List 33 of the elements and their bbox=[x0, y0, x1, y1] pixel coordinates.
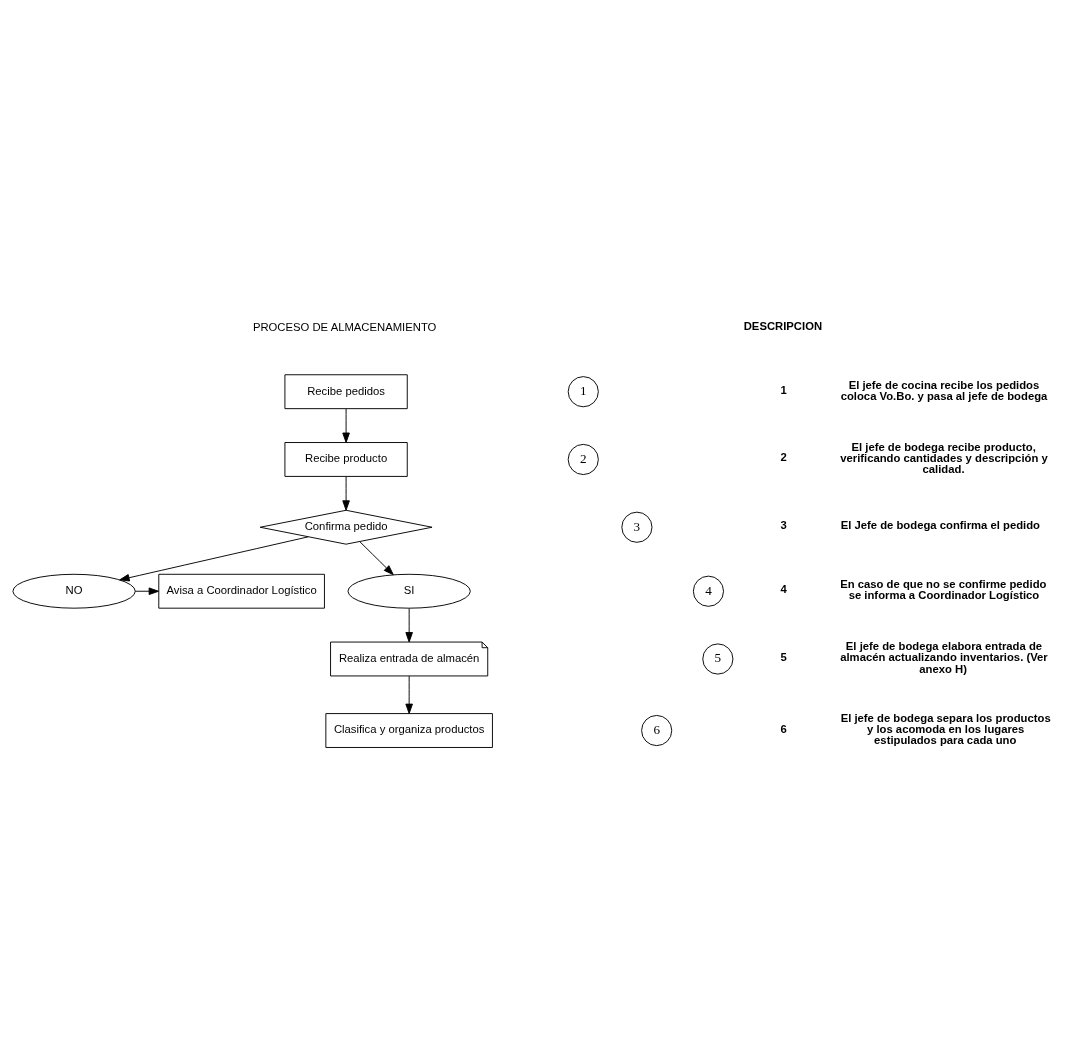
arrow bbox=[342, 408, 350, 443]
node-circle: 3 bbox=[621, 511, 653, 543]
arrow bbox=[342, 476, 350, 511]
node-box: Recibe producto bbox=[284, 442, 408, 477]
label: El jefe de bodega elabora entrada de almacén actualizando inventarios. (Ver anexo H) bbox=[840, 640, 1048, 675]
arrow bbox=[134, 587, 159, 595]
label: 4 bbox=[780, 583, 787, 596]
arrow bbox=[405, 608, 413, 643]
arrow bbox=[405, 675, 413, 714]
label: 5 bbox=[780, 650, 787, 663]
node-box: Recibe pedidos bbox=[284, 374, 408, 410]
label: PROCESO DE ALMACENAMIENTO bbox=[252, 320, 437, 333]
label: El Jefe de bodega confirma el pedido bbox=[840, 519, 1041, 532]
node-circle: 6 bbox=[641, 714, 673, 747]
label: DESCRIPCION bbox=[743, 319, 823, 332]
label: El jefe de bodega recibe producto, verificando cantidades y descripción y calidad. bbox=[840, 440, 1048, 476]
label: 2 bbox=[780, 451, 787, 464]
node-circle: 1 bbox=[567, 376, 599, 408]
label: El jefe de bodega separa los productos y los acomoda en los lugares estipulados para cada uno bbox=[840, 711, 1051, 747]
node-box: Clasifica y organiza productos bbox=[325, 713, 493, 748]
node-circle: 5 bbox=[702, 643, 734, 675]
arrow bbox=[359, 541, 394, 576]
label: 1 bbox=[780, 383, 787, 396]
node-box: Avisa a Coordinador Logístico bbox=[158, 573, 325, 609]
arrow bbox=[119, 536, 309, 582]
label: 3 bbox=[780, 519, 787, 532]
node-diamond: Confirma pedido bbox=[259, 509, 433, 545]
label: El jefe de cocina recibe los pedidos coloca Vo.Bo. y pasa al jefe de bodega bbox=[840, 378, 1048, 402]
node-ellipse: SI bbox=[347, 573, 471, 609]
node-circle: 2 bbox=[567, 443, 599, 476]
node-circle: 4 bbox=[692, 575, 724, 607]
label: En caso de que no se confirme pedido se informa a Coordinador Logístico bbox=[840, 578, 1047, 602]
label: 6 bbox=[780, 722, 787, 735]
